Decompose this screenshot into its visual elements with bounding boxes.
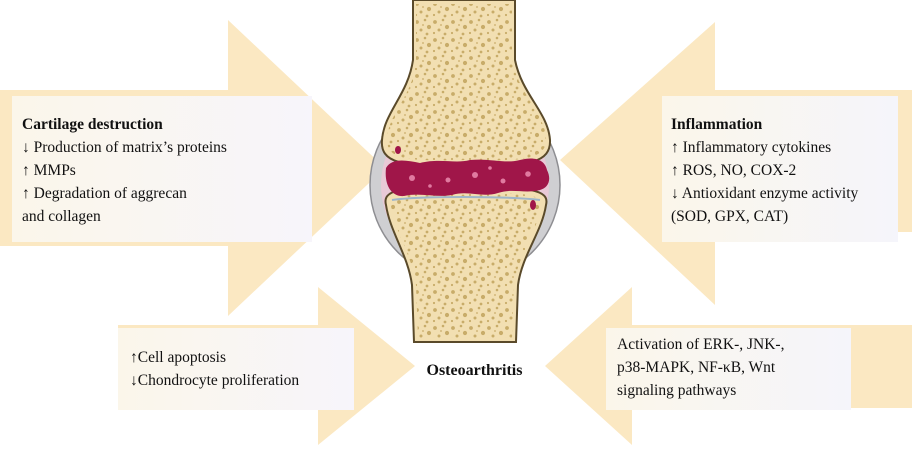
cartilage-line-2: ↑ MMPs (22, 159, 227, 182)
apoptosis-text: ↑Cell apoptosis ↓Chondrocyte proliferati… (130, 346, 299, 392)
inflammation-line-4: (SOD, GPX, CAT) (671, 205, 858, 228)
signaling-line-3: signaling pathways (617, 379, 784, 402)
inflammation-line-3: ↓ Antioxidant enzyme activity (671, 182, 858, 205)
inflammation-line-1: ↑ Inflammatory cytokines (671, 136, 858, 159)
inflammation-line-2: ↑ ROS, NO, COX-2 (671, 159, 858, 182)
apoptosis-line-1: ↑Cell apoptosis (130, 346, 299, 369)
inflammation-title: Inflammation (671, 113, 858, 136)
cartilage-title: Cartilage destruction (22, 113, 227, 136)
osteoarthritis-label: Osteoarthritis (412, 361, 537, 381)
signaling-text: Activation of ERK-, JNK-, p38-MAPK, NF-κ… (617, 333, 784, 402)
inflammation-text: Inflammation ↑ Inflammatory cytokines ↑ … (671, 113, 858, 228)
cartilage-destruction-text: Cartilage destruction ↓ Production of ma… (22, 113, 227, 228)
cartilage-line-3: ↑ Degradation of aggrecan (22, 182, 227, 205)
signaling-line-1: Activation of ERK-, JNK-, (617, 333, 784, 356)
cartilage-line-1: ↓ Production of matrix’s proteins (22, 136, 227, 159)
signaling-line-2: p38-MAPK, NF-κB, Wnt (617, 356, 784, 379)
apoptosis-line-2: ↓Chondrocyte proliferation (130, 369, 299, 392)
cartilage-line-4: and collagen (22, 205, 227, 228)
